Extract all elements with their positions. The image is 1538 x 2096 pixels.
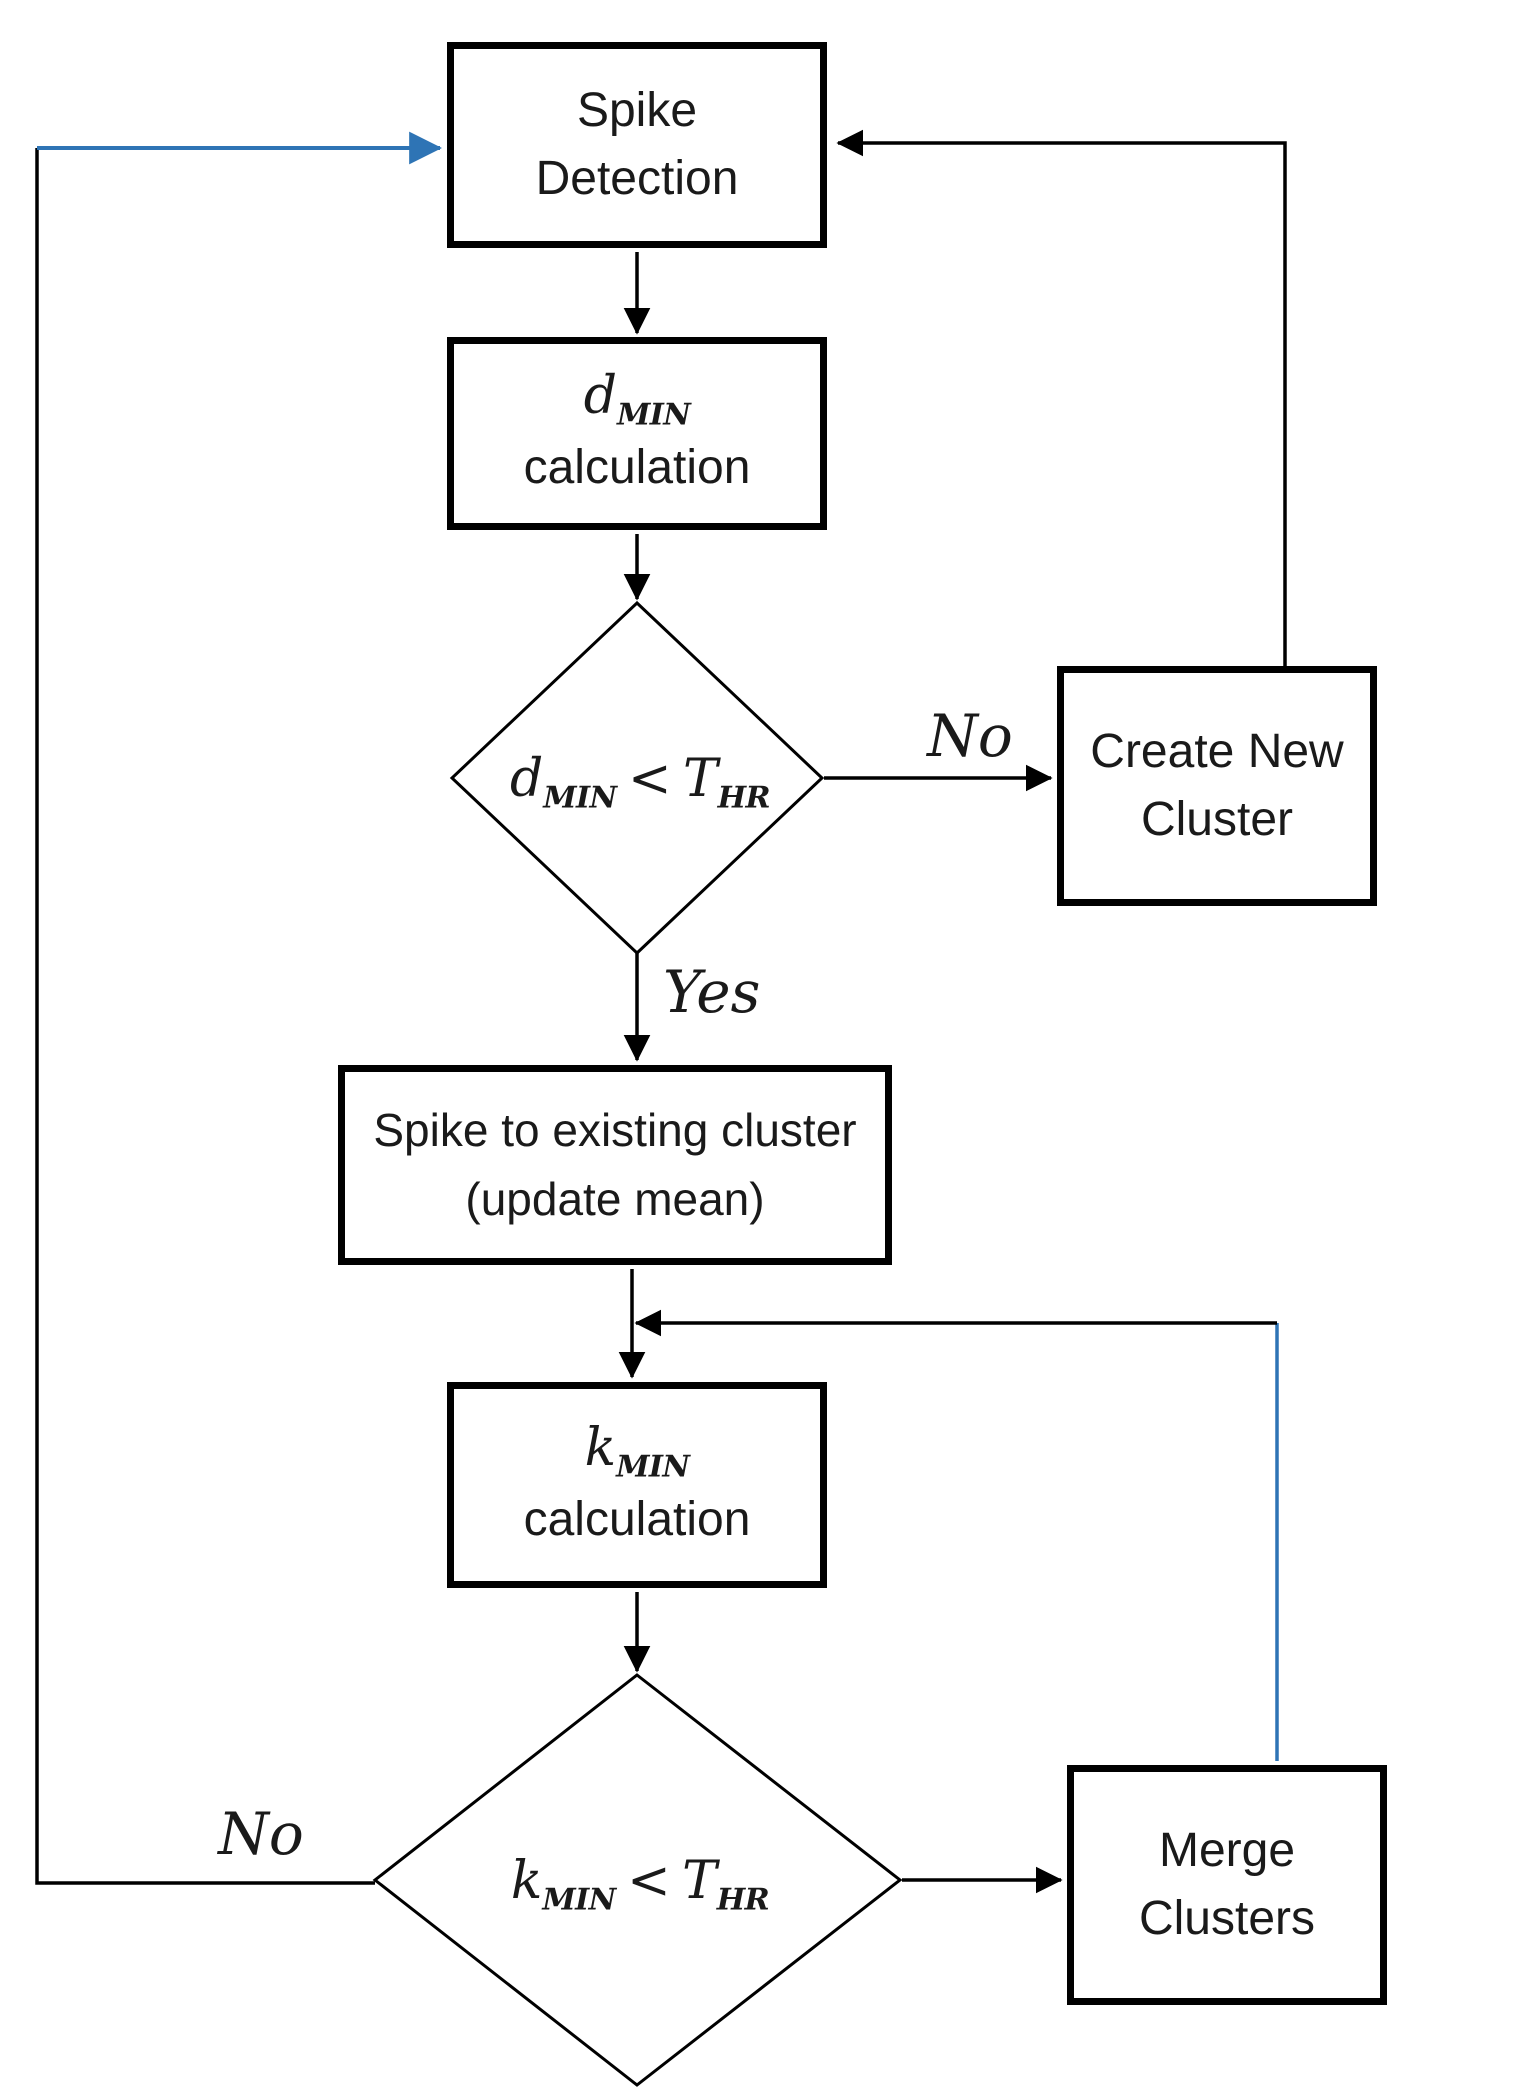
node-kmin-calculation: kMIN calculation: [447, 1382, 827, 1588]
decision1-rhs: T: [682, 748, 718, 809]
spike-detection-line1: Spike: [576, 83, 698, 137]
merge-clusters-line1: Merge: [1158, 1823, 1296, 1877]
create-new-cluster-line2: Cluster: [1140, 793, 1294, 846]
kmin-calculation-label: calculation: [523, 1492, 751, 1546]
node-dmin-calculation: dMIN calculation: [447, 337, 827, 530]
decision2-operator: <: [627, 1850, 671, 1911]
dmin-var-subscript: MIN: [617, 397, 691, 433]
decision1-operator: <: [627, 748, 672, 809]
edge-label-decision1-yes: Yes: [663, 958, 761, 1026]
decision2-lhs-subscript: MIN: [542, 1882, 616, 1918]
node-spike-detection: Spike Detection: [447, 42, 827, 248]
decision2-rhs-subscript: HR: [716, 1882, 770, 1918]
decision2-condition-label: kMIN <THR: [510, 1849, 770, 1919]
node-merge-clusters: Merge Clusters: [1067, 1765, 1387, 2005]
decision1-lhs: d: [509, 748, 544, 809]
decision2-lhs: k: [510, 1850, 543, 1911]
decision-diamond-kmin: [372, 1673, 903, 2087]
edge-label-decision2-no: No: [218, 1800, 304, 1868]
spike-to-existing-line2: (update mean): [465, 1173, 765, 1225]
merge-clusters-line2: Clusters: [1138, 1892, 1316, 1945]
decision1-rhs-subscript: HR: [717, 780, 771, 816]
spike-to-existing-line1: Spike to existing cluster: [373, 1104, 857, 1156]
create-new-cluster-line1: Create New: [1090, 724, 1344, 778]
decision2-rhs: T: [682, 1850, 717, 1911]
spike-detection-line2: Detection: [535, 152, 739, 205]
kmin-symbol: kMIN: [585, 1416, 690, 1486]
kmin-var: k: [584, 1417, 617, 1478]
dmin-symbol: dMIN: [584, 364, 691, 434]
edge-label-decision1-no: No: [927, 702, 1013, 770]
decision1-lhs-subscript: MIN: [543, 780, 617, 816]
edge-create-feedback-to-detection: [836, 129, 1287, 668]
node-create-new-cluster: Create New Cluster: [1057, 666, 1377, 906]
dmin-var: d: [583, 366, 618, 427]
decision1-condition-label: dMIN <THR: [509, 747, 771, 817]
node-spike-to-existing-cluster: Spike to existing cluster (update mean): [338, 1065, 892, 1265]
dmin-calculation-label: calculation: [523, 441, 751, 495]
kmin-var-subscript: MIN: [616, 1449, 690, 1485]
edge-decision2-no-loop: [35, 148, 375, 1885]
